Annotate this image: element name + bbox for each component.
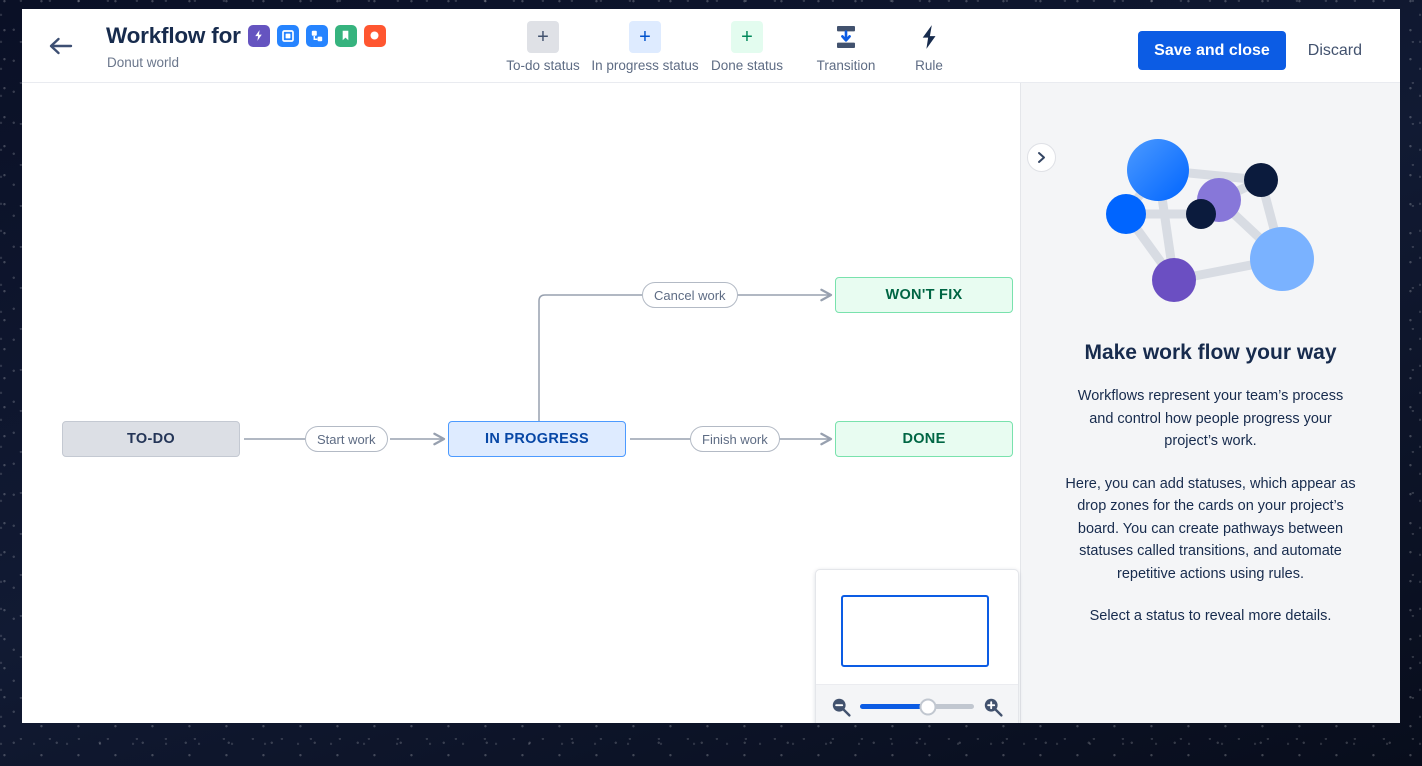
lightning-icon <box>913 21 945 53</box>
zoom-controls <box>816 684 1018 723</box>
tool-label: Rule <box>915 58 943 73</box>
save-and-close-button[interactable]: Save and close <box>1138 31 1286 70</box>
add-todo-status-button[interactable]: + To-do status <box>492 21 594 73</box>
status-node-todo[interactable]: TO-DO <box>62 421 240 457</box>
status-label: TO-DO <box>127 431 175 447</box>
page-title: Workflow for <box>106 22 241 48</box>
panel-paragraph-3: Select a status to reveal more details. <box>1089 608 1332 624</box>
panel-paragraph-1: Workflows represent your team’s process … <box>1077 388 1344 449</box>
tool-label: In progress status <box>591 58 699 73</box>
chevron-right-icon <box>1038 152 1045 163</box>
add-inprogress-status-button[interactable]: + In progress status <box>591 21 699 73</box>
title-row: Workflow for <box>106 19 386 52</box>
workflow-editor-window: Workflow for <box>22 9 1400 723</box>
status-label: WON'T FIX <box>885 287 963 303</box>
transition-cancel-work[interactable]: Cancel work <box>642 282 738 308</box>
status-label: DONE <box>902 431 946 447</box>
header-actions: Save and close Discard <box>1138 31 1378 70</box>
status-label: IN PROGRESS <box>484 431 589 447</box>
add-transition-button[interactable]: Transition <box>798 21 894 73</box>
tool-label: To-do status <box>506 58 580 73</box>
info-panel: Make work flow your way Workflows repres… <box>1020 83 1400 723</box>
add-done-status-button[interactable]: + Done status <box>696 21 798 73</box>
zoom-slider[interactable] <box>860 698 974 715</box>
zoom-in-icon[interactable] <box>982 696 1004 718</box>
canvas-minimap[interactable] <box>815 569 1019 723</box>
panel-heading: Make work flow your way <box>1084 341 1337 364</box>
transition-start-work[interactable]: Start work <box>305 426 388 452</box>
transition-finish-work[interactable]: Finish work <box>690 426 780 452</box>
add-rule-button[interactable]: Rule <box>894 21 964 73</box>
editor-toolbar: + To-do status + In progress status + Do… <box>492 21 964 73</box>
page-subtitle: Donut world <box>107 55 180 70</box>
zoom-out-icon[interactable] <box>830 696 852 718</box>
circle-badge[interactable] <box>363 24 386 47</box>
transition-icon <box>830 21 862 53</box>
network-graph-illustration <box>1057 113 1364 335</box>
plus-icon: + <box>731 21 763 53</box>
status-node-in-progress[interactable]: IN PROGRESS <box>448 421 626 457</box>
zoom-slider-thumb[interactable] <box>919 698 937 715</box>
transition-label: Cancel work <box>654 287 726 303</box>
branch-badge[interactable] <box>305 24 328 47</box>
tool-label: Transition <box>816 58 876 73</box>
status-node-done[interactable]: DONE <box>835 421 1013 457</box>
plus-icon: + <box>527 21 559 53</box>
tool-label: Done status <box>710 58 784 73</box>
discard-button[interactable]: Discard <box>1292 31 1378 70</box>
title-block: Workflow for <box>106 19 386 70</box>
transition-label: Finish work <box>702 431 768 447</box>
minimap-viewport[interactable] <box>841 595 989 667</box>
panel-paragraph-2: Here, you can add statuses, which appear… <box>1065 475 1356 582</box>
editor-header: Workflow for <box>22 9 1400 83</box>
plus-icon: + <box>629 21 661 53</box>
status-node-wont-fix[interactable]: WON'T FIX <box>835 277 1013 313</box>
back-arrow-icon[interactable] <box>46 33 76 59</box>
bookmark-badge[interactable] <box>334 24 357 47</box>
zoom-slider-fill <box>860 704 929 709</box>
square-badge[interactable] <box>276 24 299 47</box>
transition-label: Start work <box>317 431 376 447</box>
panel-toggle-button[interactable] <box>1027 143 1056 172</box>
lightning-badge[interactable] <box>247 24 270 47</box>
workflow-edges <box>244 288 833 446</box>
